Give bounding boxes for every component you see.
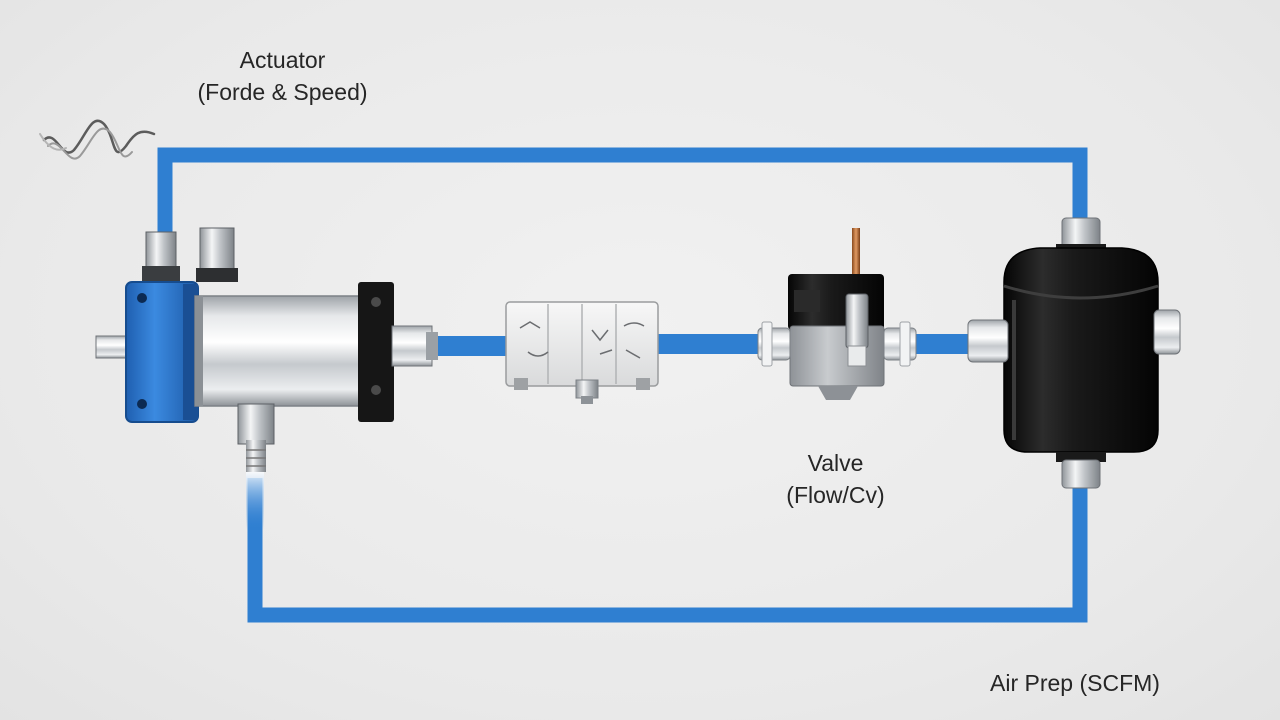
valve-name: Valve	[807, 450, 864, 476]
actuator-label: Actuator (Forde & Speed)	[165, 44, 400, 108]
filter-regulator-icon	[967, 217, 1181, 489]
exhaust-fade-overlay	[246, 470, 264, 530]
supply-pipe-top	[157, 147, 1088, 240]
pipe-network	[157, 147, 1088, 623]
air-prep-name: Air Prep (SCFM)	[990, 670, 1160, 696]
actuator-cylinder-icon	[95, 227, 438, 472]
solenoid-valve-icon	[757, 228, 917, 400]
actuator-detail: (Forde & Speed)	[197, 79, 368, 105]
valve-label: Valve (Flow/Cv)	[738, 447, 933, 511]
actuator-name: Actuator	[239, 47, 326, 73]
valve-detail: (Flow/Cv)	[786, 482, 885, 508]
return-pipe-bottom	[247, 478, 1088, 623]
manifold-block-icon	[505, 301, 659, 404]
air-prep-label: Air Prep (SCFM)	[960, 667, 1190, 699]
air-exhaust-icon	[39, 119, 156, 160]
